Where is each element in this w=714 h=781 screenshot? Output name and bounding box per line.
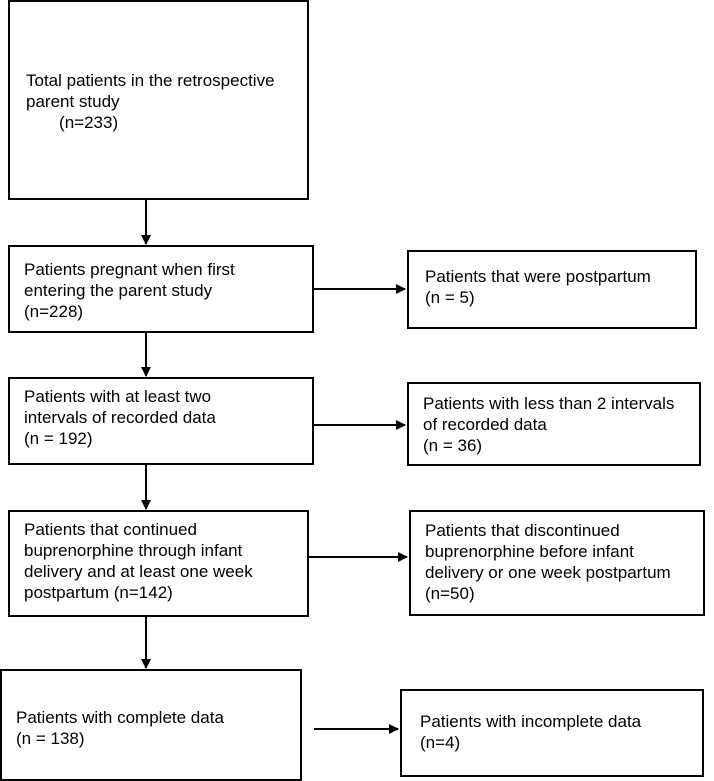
box-incomplete-line-2: (n=4)	[420, 733, 461, 752]
box-incomplete-line-1: Patients with incomplete data	[420, 712, 642, 731]
box-discontinued-buprenorphine: Patients that discontinued buprenorphine…	[409, 510, 705, 616]
box-postpartum-line-2: (n = 5)	[425, 288, 475, 307]
box-total-line-1: Total patients in the retrospective	[26, 71, 275, 90]
box-total-patients: Total patients in the retrospective pare…	[8, 0, 309, 200]
box-postpartum-patients: Patients that were postpartum (n = 5)	[407, 250, 697, 329]
box-discontinued-line-4: (n=50)	[425, 584, 475, 603]
box-two-intervals-line-1: Patients with at least two	[24, 387, 212, 406]
box-pregnant-line-1: Patients pregnant when first	[24, 260, 235, 279]
box-pregnant-patients: Patients pregnant when first entering th…	[8, 245, 314, 333]
box-less-intervals-line-3: (n = 36)	[423, 436, 483, 455]
box-two-intervals-line-3: (n = 192)	[24, 429, 93, 448]
box-continued-line-1: Patients that continued	[24, 520, 197, 539]
box-total-line-3: (n=233)	[26, 113, 119, 132]
box-continued-line-4: postpartum (n=142)	[24, 583, 173, 602]
box-less-intervals: Patients with less than 2 intervals of r…	[407, 382, 701, 466]
box-incomplete-data: Patients with incomplete data (n=4)	[400, 689, 704, 777]
box-two-intervals: Patients with at least two intervals of …	[8, 377, 314, 465]
box-postpartum-line-1: Patients that were postpartum	[425, 267, 651, 286]
box-complete-line-1: Patients with complete data	[16, 708, 224, 727]
box-complete-data: Patients with complete data (n = 138)	[0, 669, 302, 781]
box-discontinued-line-2: buprenorphine before infant	[425, 542, 634, 561]
box-continued-buprenorphine: Patients that continued buprenorphine th…	[8, 510, 309, 617]
box-two-intervals-line-2: intervals of recorded data	[24, 408, 216, 427]
box-pregnant-line-3: (n=228)	[24, 302, 84, 321]
box-pregnant-line-2: entering the parent study	[24, 281, 213, 300]
box-complete-line-2: (n = 138)	[16, 729, 85, 748]
box-less-intervals-line-1: Patients with less than 2 intervals	[423, 394, 675, 413]
box-continued-line-2: buprenorphine through infant	[24, 541, 243, 560]
box-discontinued-line-1: Patients that discontinued	[425, 521, 620, 540]
box-total-line-2: parent study	[26, 92, 120, 111]
box-continued-line-3: delivery and at least one week	[24, 562, 253, 581]
box-discontinued-line-3: delivery or one week postpartum	[425, 563, 671, 582]
box-less-intervals-line-2: of recorded data	[423, 415, 547, 434]
